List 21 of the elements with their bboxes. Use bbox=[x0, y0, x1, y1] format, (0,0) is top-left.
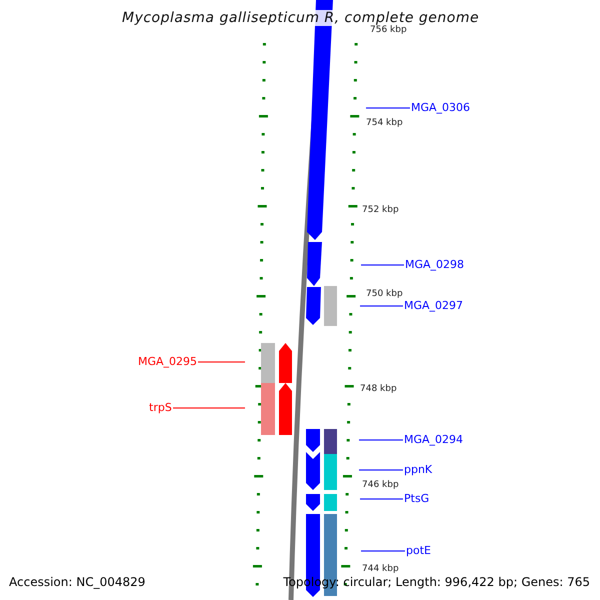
scale-label: 750 kbp bbox=[366, 290, 403, 299]
gene-label: MGA_0298 bbox=[405, 258, 464, 271]
genome-info-text: Topology: circular; Length: 996,422 bp; Genes: 765 bbox=[283, 576, 590, 588]
scale-label: 754 kbp bbox=[366, 119, 403, 128]
gene-label: MGA_0294 bbox=[404, 433, 464, 446]
gene-label: PtsG bbox=[404, 492, 430, 505]
gene-label: potE bbox=[406, 544, 431, 557]
gene-label: MGA_0297 bbox=[404, 299, 464, 312]
accession-text: Accession: NC_004829 bbox=[9, 576, 146, 588]
scale-label: 756 kbp bbox=[370, 26, 407, 35]
leader-line bbox=[360, 498, 404, 500]
gene-label: MGA_0295 bbox=[138, 355, 198, 368]
gene-label: ppnK bbox=[404, 463, 432, 476]
scale-label: 746 kbp bbox=[362, 481, 399, 490]
scale-label: 752 kbp bbox=[362, 206, 399, 215]
gene-label: trpS bbox=[149, 401, 172, 414]
scale-label: 744 kbp bbox=[362, 565, 399, 574]
gene-label: MGA_0306 bbox=[411, 101, 470, 114]
leader-line bbox=[360, 264, 404, 266]
scale-label: 748 kbp bbox=[360, 385, 397, 394]
leader-line bbox=[360, 550, 406, 552]
